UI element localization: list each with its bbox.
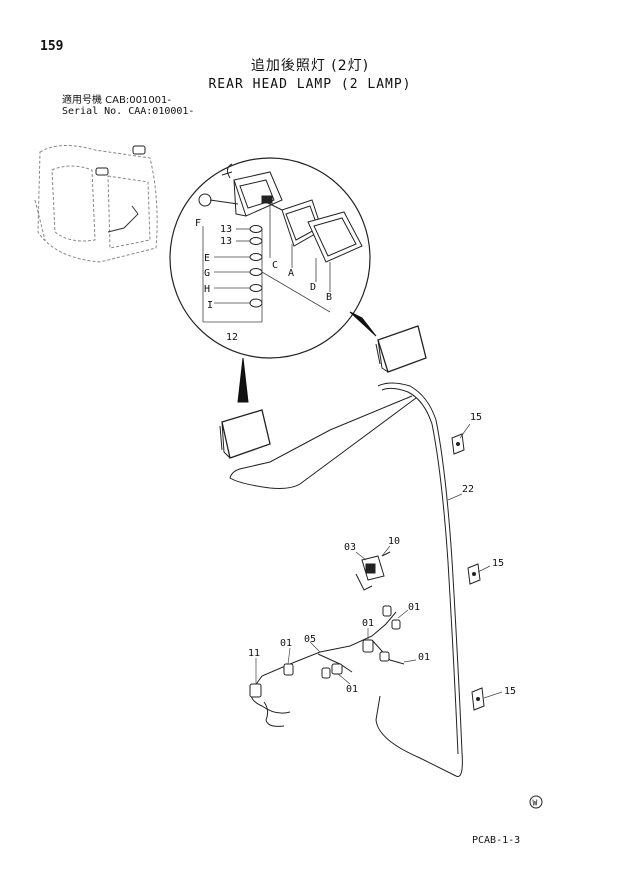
callout-01-top: 01: [408, 602, 420, 613]
callout-d: D: [310, 282, 316, 293]
callout-f: F: [195, 218, 201, 229]
callout-13-upper: 13: [220, 224, 232, 235]
callout-11: 11: [248, 648, 260, 659]
callout-12: 12: [226, 332, 238, 343]
callout-01-bottom: 01: [346, 684, 358, 695]
w-mark: W: [529, 795, 543, 809]
callout-03: 03: [344, 542, 356, 553]
lamp-rim: [307, 211, 363, 263]
relay-assembly: [355, 551, 391, 591]
rear-lamp-right: [375, 325, 427, 373]
callout-01-right: 01: [418, 652, 430, 663]
callout-22: 22: [462, 484, 474, 495]
callout-g: G: [204, 268, 210, 279]
callout-a: A: [288, 268, 294, 279]
callout-e: E: [204, 253, 210, 264]
serial-applicability-japanese: 適用号機 CAB:001001-: [62, 95, 172, 106]
w-mark-letter: W: [533, 799, 538, 808]
detail-arrow-right: [349, 311, 377, 337]
page-title-english: REAR HEAD LAMP (2 LAMP): [208, 77, 412, 92]
cab-lamp-marks: [95, 145, 146, 176]
part-leaders: [255, 423, 503, 699]
callout-15-middle: 15: [492, 558, 504, 569]
detail-circle: [169, 157, 371, 359]
serial-applicability-english: Serial No. CAA:010001-: [62, 106, 195, 117]
page-title-japanese: 追加後照灯 (2灯): [250, 58, 370, 74]
callout-h: H: [204, 284, 210, 295]
page-number: 159: [40, 39, 64, 54]
lamp-housing: [221, 163, 283, 217]
detail-leaders: [202, 206, 331, 323]
cab-wiring: [107, 205, 139, 233]
washer-stack: [249, 225, 263, 308]
callout-15-upper: 15: [470, 412, 482, 423]
callout-i: I: [207, 300, 213, 311]
clamp-15-upper: [451, 433, 465, 455]
callout-01-left: 01: [280, 638, 292, 649]
rear-lamp-left: [219, 409, 271, 459]
clamp-15-lower: [471, 687, 485, 711]
wiring-connectors: [249, 605, 401, 698]
callout-15-lower: 15: [504, 686, 516, 697]
harness-22: [229, 382, 463, 777]
clamp-15-middle: [467, 563, 481, 585]
callout-10: 10: [388, 536, 400, 547]
callout-b: B: [326, 292, 332, 303]
callout-01-center: 01: [362, 618, 374, 629]
bolt: [198, 193, 239, 207]
callout-13-lower: 13: [220, 236, 232, 247]
page-code: PCAB-1-3: [472, 835, 521, 846]
detail-arrow-left: [237, 357, 249, 403]
callout-c: C: [272, 260, 278, 271]
callout-labels: F 13 13 E G H I C A D B 12 15 22 10 03 1…: [195, 218, 516, 697]
cab-outline: [34, 145, 158, 263]
callout-05: 05: [304, 634, 316, 645]
